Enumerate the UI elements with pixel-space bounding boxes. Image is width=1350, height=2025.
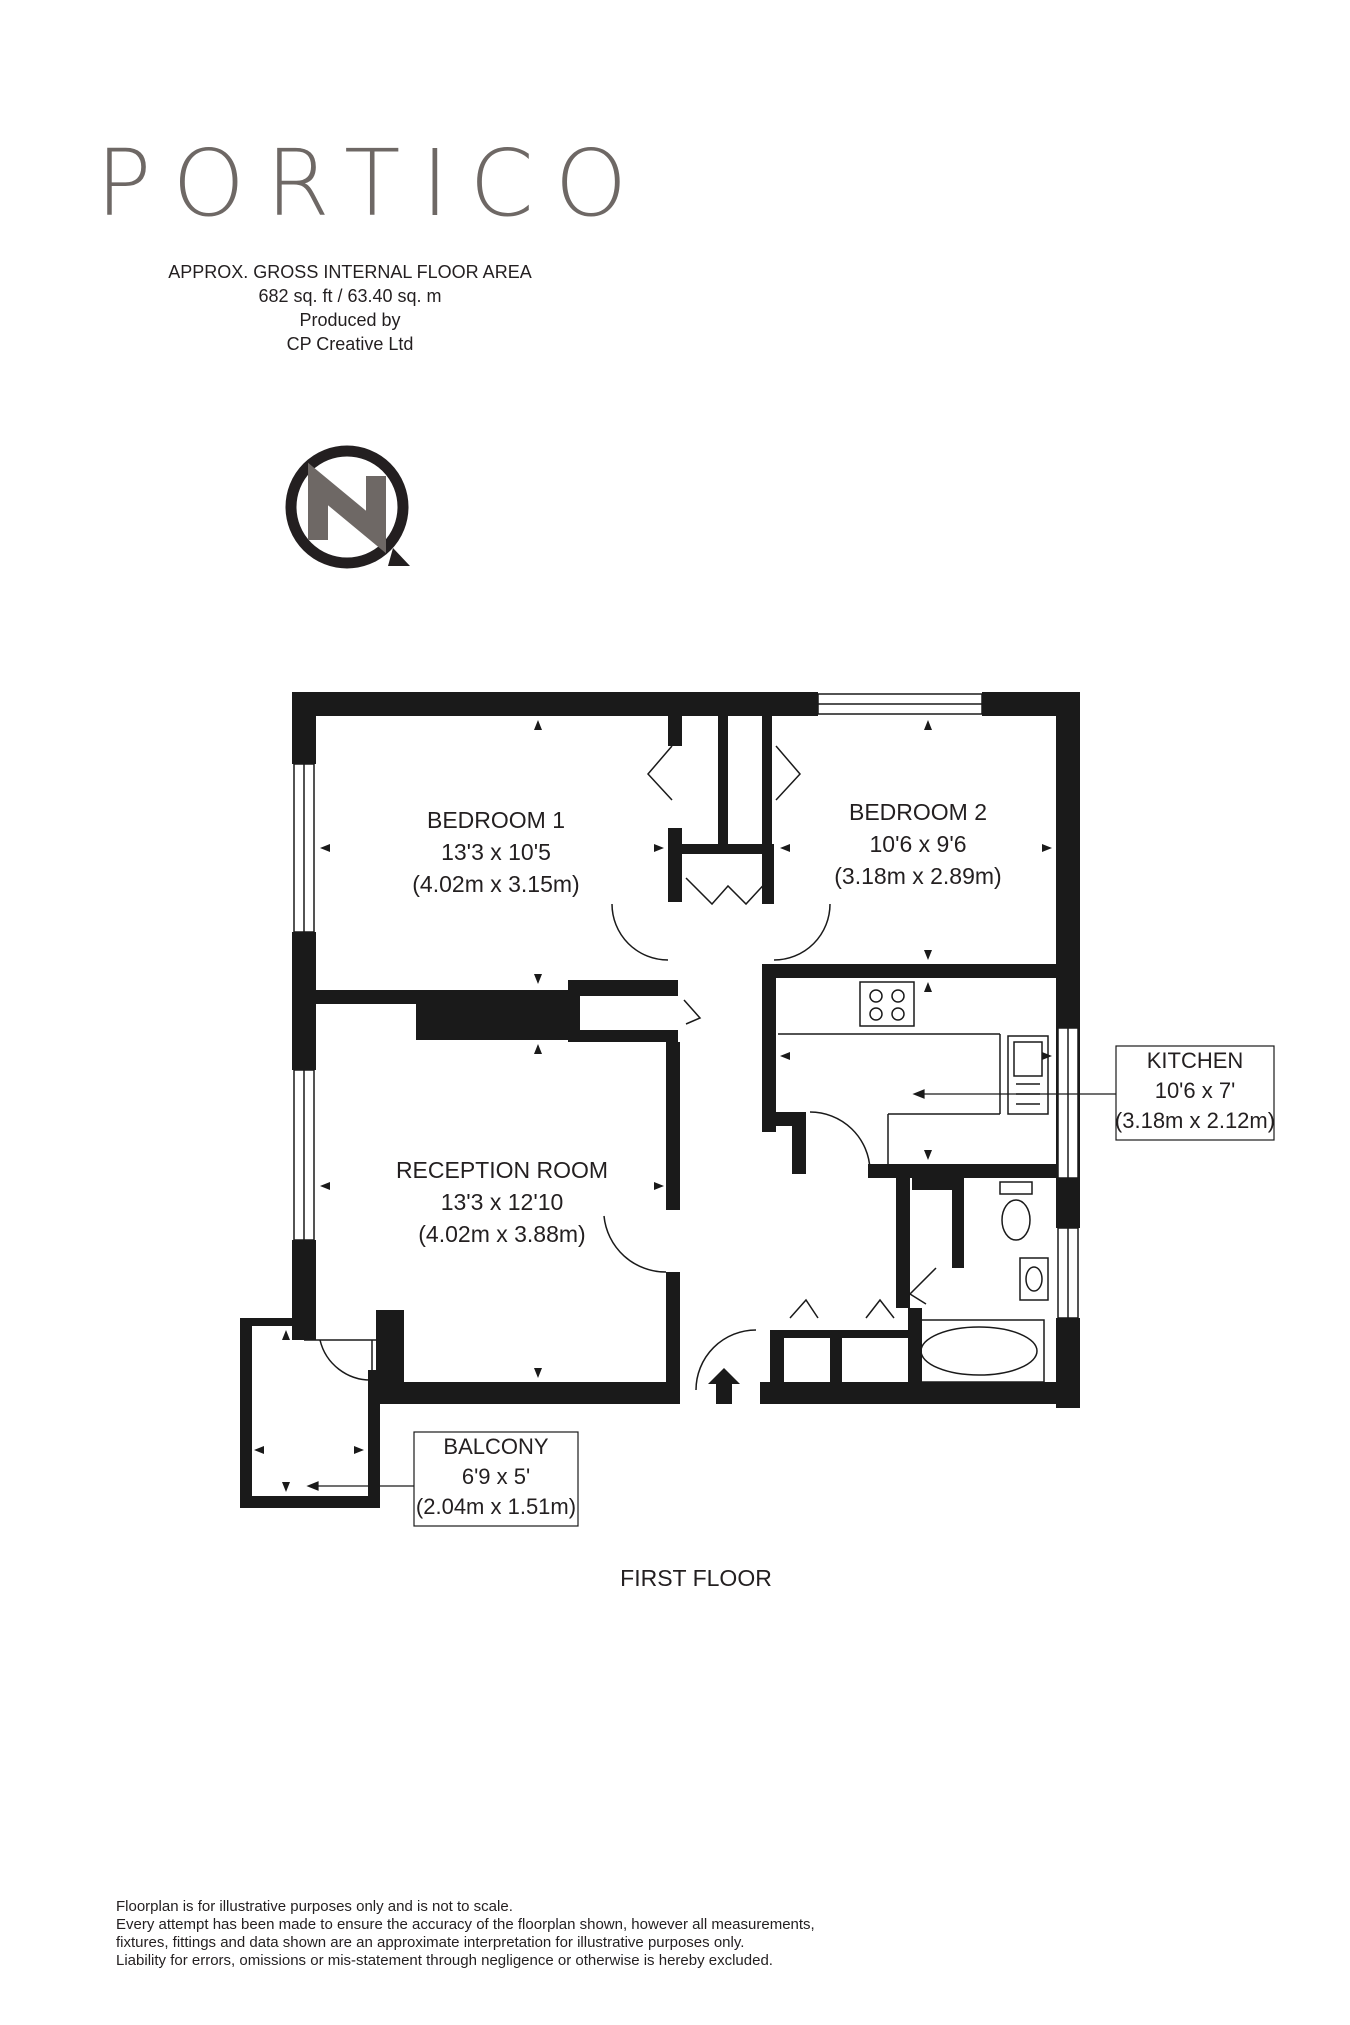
room-bedroom2-label: BEDROOM 2 10'6 x 9'6 (3.18m x 2.89m) [834, 799, 1001, 889]
windows [293, 693, 1079, 1319]
disclaimer-line: Floorplan is for illustrative purposes o… [116, 1898, 513, 1915]
producer-label: Produced by [299, 310, 401, 330]
svg-text:13'3 x 10'5: 13'3 x 10'5 [441, 839, 551, 865]
leader-lines [306, 1089, 1116, 1491]
svg-text:(3.18m x 2.12m): (3.18m x 2.12m) [1115, 1108, 1275, 1133]
entrance-arrow-icon [708, 1368, 740, 1404]
producer-name: CP Creative Ltd [286, 334, 414, 354]
disclaimer-line: Every attempt has been made to ensure th… [116, 1916, 815, 1933]
north-compass-icon [285, 445, 410, 569]
svg-text:BALCONY: BALCONY [443, 1434, 548, 1459]
svg-text:6'9 x 5': 6'9 x 5' [462, 1464, 530, 1489]
svg-text:13'3 x 12'10: 13'3 x 12'10 [441, 1189, 564, 1215]
svg-text:(4.02m x 3.88m): (4.02m x 3.88m) [418, 1221, 585, 1247]
room-balcony-callout: BALCONY 6'9 x 5' (2.04m x 1.51m) [413, 1431, 579, 1527]
floor-area-info: APPROX. GROSS INTERNAL FLOOR AREA 682 sq… [130, 260, 570, 356]
area-value: 682 sq. ft / 63.40 sq. m [258, 286, 442, 306]
svg-text:RECEPTION ROOM: RECEPTION ROOM [396, 1157, 608, 1183]
disclaimer-line: fixtures, fittings and data shown are an… [116, 1934, 745, 1951]
room-kitchen-callout: KITCHEN 10'6 x 7' (3.18m x 2.12m) [1115, 1045, 1275, 1141]
svg-text:(2.04m x 1.51m): (2.04m x 1.51m) [416, 1494, 576, 1519]
room-bedroom1-label: BEDROOM 1 13'3 x 10'5 (4.02m x 3.15m) [412, 807, 579, 897]
basin-icon [1019, 1257, 1049, 1301]
svg-text:KITCHEN: KITCHEN [1147, 1048, 1244, 1073]
toilet-icon [999, 1181, 1033, 1195]
sink-icon [1007, 1035, 1049, 1115]
svg-text:BEDROOM 1: BEDROOM 1 [427, 807, 565, 833]
disclaimer: Floorplan is for illustrative purposes o… [116, 1898, 1016, 1970]
bath-icon [913, 1319, 1045, 1383]
svg-text:(3.18m x 2.89m): (3.18m x 2.89m) [834, 863, 1001, 889]
hob-icon [859, 981, 915, 1027]
door-swings [304, 745, 937, 1391]
svg-text:10'6 x 9'6: 10'6 x 9'6 [869, 831, 966, 857]
svg-text:BEDROOM 2: BEDROOM 2 [849, 799, 987, 825]
area-heading: APPROX. GROSS INTERNAL FLOOR AREA [168, 262, 532, 282]
floor-level-label: FIRST FLOOR [620, 1565, 772, 1591]
room-reception-label: RECEPTION ROOM 13'3 x 12'10 (4.02m x 3.8… [396, 1157, 608, 1247]
svg-text:(4.02m x 3.15m): (4.02m x 3.15m) [412, 871, 579, 897]
portico-logo: PORTICO [96, 130, 649, 237]
svg-text:10'6 x 7': 10'6 x 7' [1155, 1078, 1236, 1103]
dimension-markers [254, 720, 1052, 1492]
fixtures [778, 981, 1049, 1383]
disclaimer-line: Liability for errors, omissions or mis-s… [116, 1952, 773, 1969]
